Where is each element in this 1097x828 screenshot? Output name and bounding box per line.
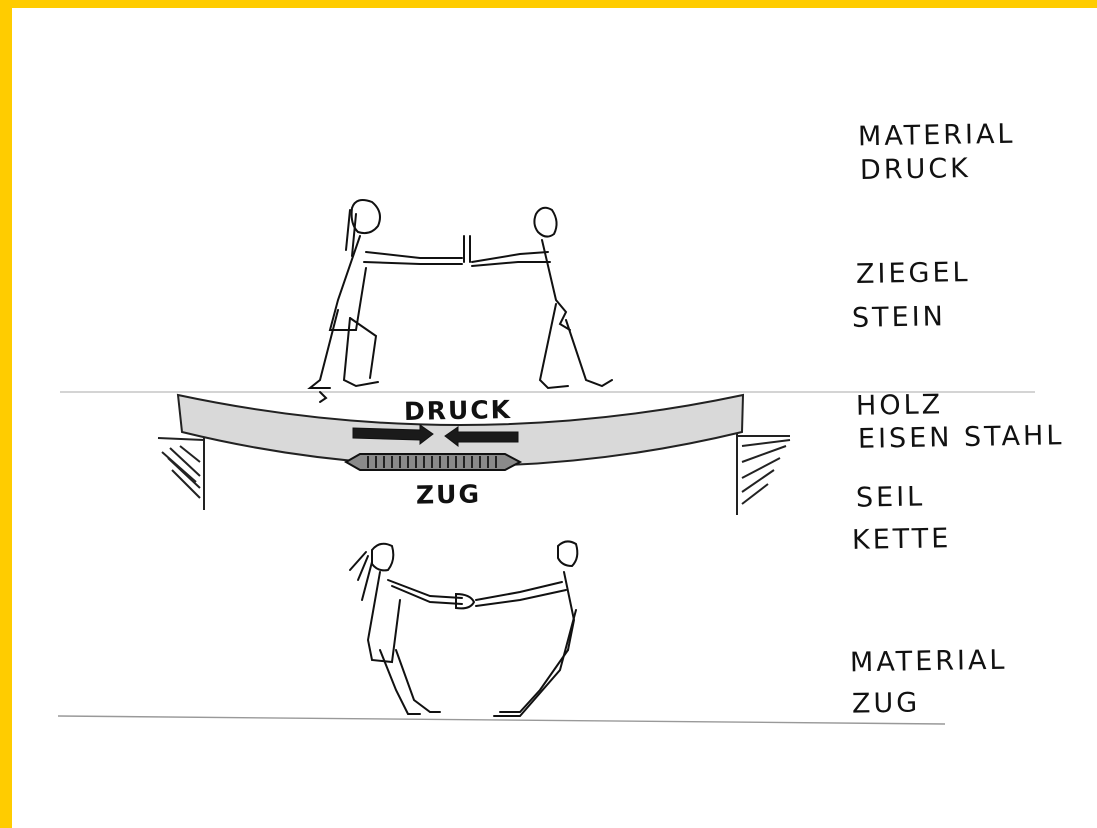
pulling-figure-left [349,542,476,715]
beam [176,393,745,467]
lower-ground-line [57,715,946,725]
frame-top-bar [0,0,1097,8]
label-material-zug-line2: ZUG [851,687,921,720]
compression-arrows [352,424,519,448]
label-kette: KETTE [851,523,952,556]
label-stein: STEIN [851,301,947,334]
pushing-figure-left [307,199,463,403]
right-support [736,430,791,515]
label-eisen-stahl: EISEN STAHL [857,420,1065,455]
tension-arrow [343,453,523,471]
label-seil: SEIL [855,481,926,514]
beam-label-druck: DRUCK [403,395,513,426]
pushing-figure-right [463,206,613,390]
frame-left-bar [0,0,12,828]
pulling-figure-right [475,540,579,717]
label-material-zug-line1: MATERIAL [849,644,1008,679]
label-holz: HOLZ [855,389,944,422]
beam-label-zug: ZUG [415,479,482,510]
left-support [157,437,205,510]
label-material-druck-line2: DRUCK [859,153,972,186]
label-ziegel: ZIEGEL [855,257,971,290]
label-material-druck-line1: MATERIAL [857,118,1016,153]
